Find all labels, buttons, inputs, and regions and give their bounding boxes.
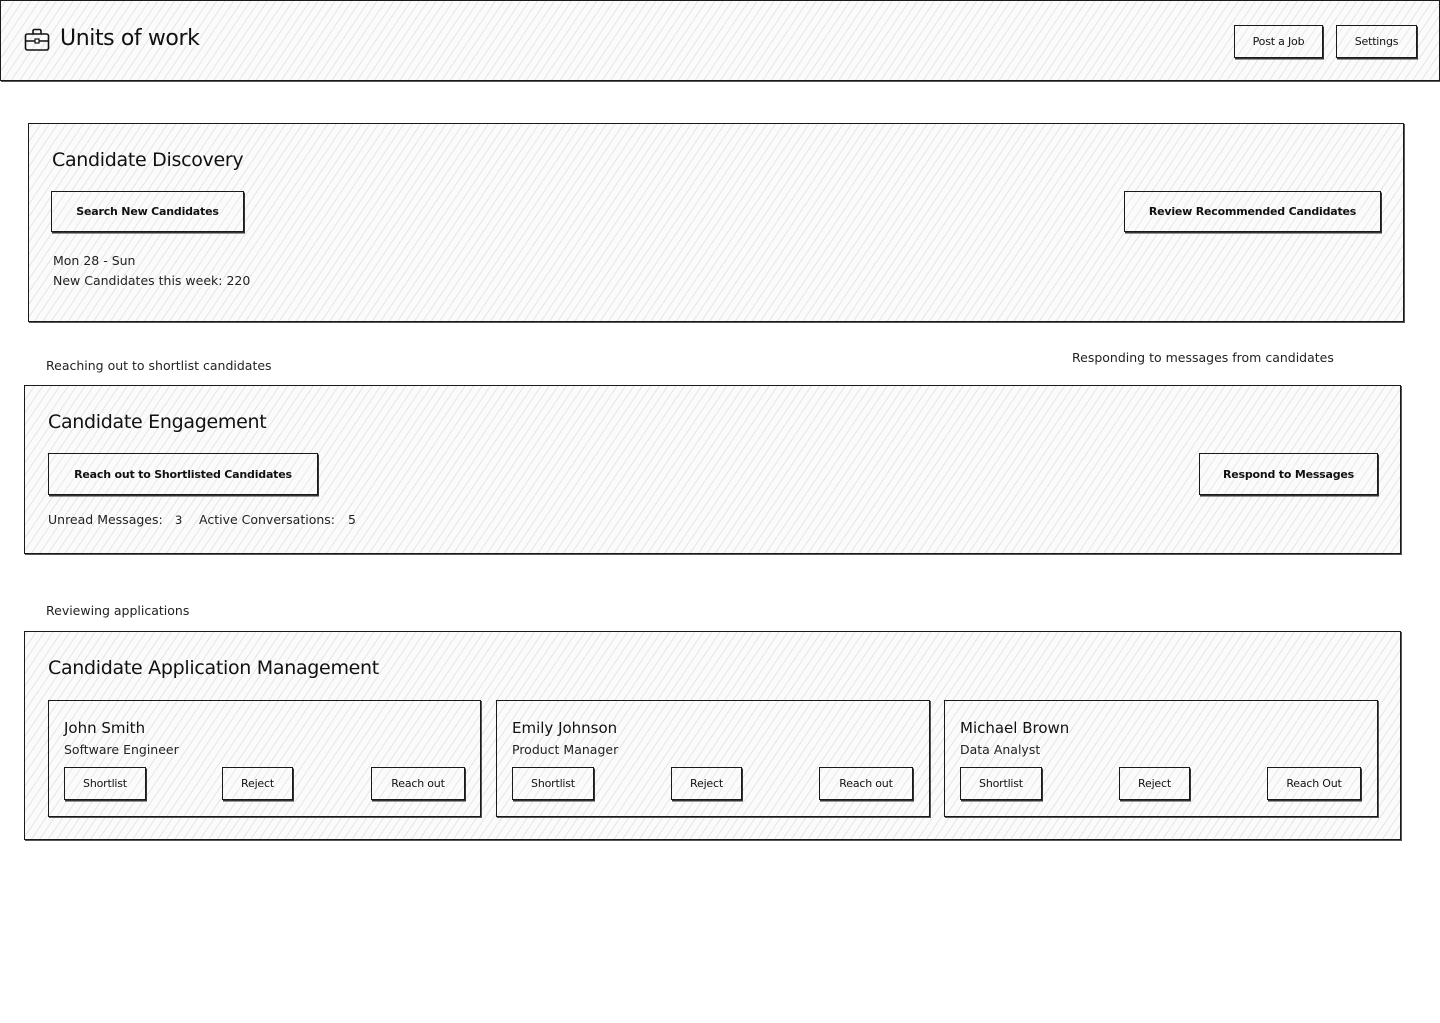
section-title: Candidate Engagement <box>48 411 267 433</box>
section-title: Candidate Discovery <box>52 149 244 171</box>
briefcase-icon <box>24 28 50 52</box>
app-title: Units of work <box>60 26 200 51</box>
new-candidates-count: New Candidates this week: 220 <box>53 273 251 288</box>
candidate-role: Data Analyst <box>960 742 1041 757</box>
engagement-caption-left: Reaching out to shortlist candidates <box>46 358 272 373</box>
reject-button[interactable]: Reject <box>671 767 742 800</box>
candidate-name: John Smith <box>64 719 146 737</box>
candidate-application-panel: Candidate Application Management John Sm… <box>24 631 1401 840</box>
engagement-caption-right: Responding to messages from candidates <box>1072 350 1334 365</box>
unread-messages-value: 3 <box>175 513 183 527</box>
candidate-discovery-panel: Candidate Discovery Search New Candidate… <box>28 123 1404 322</box>
date-range: Mon 28 - Sun <box>53 253 136 268</box>
candidate-role: Software Engineer <box>64 742 179 757</box>
settings-button[interactable]: Settings <box>1336 25 1417 58</box>
candidate-name: Emily Johnson <box>512 719 618 737</box>
candidate-engagement-panel: Candidate Engagement Reach out to Shortl… <box>24 385 1401 554</box>
candidate-card: Michael Brown Data Analyst Shortlist Rej… <box>944 700 1378 817</box>
respond-to-messages-button[interactable]: Respond to Messages <box>1199 453 1378 495</box>
search-new-candidates-button[interactable]: Search New Candidates <box>51 191 244 232</box>
shortlist-button[interactable]: Shortlist <box>512 767 594 800</box>
candidate-card: Emily Johnson Product Manager Shortlist … <box>496 700 930 817</box>
reject-button[interactable]: Reject <box>222 767 293 800</box>
candidate-name: Michael Brown <box>960 719 1070 737</box>
reach-out-button[interactable]: Reach out <box>819 767 913 800</box>
section-title: Candidate Application Management <box>48 657 379 679</box>
shortlist-button[interactable]: Shortlist <box>64 767 146 800</box>
candidate-role: Product Manager <box>512 742 619 757</box>
active-conversations-label: Active Conversations: <box>199 512 336 527</box>
shortlist-button[interactable]: Shortlist <box>960 767 1042 800</box>
candidate-card: John Smith Software Engineer Shortlist R… <box>48 700 481 817</box>
reject-button[interactable]: Reject <box>1119 767 1190 800</box>
reach-out-button[interactable]: Reach Out <box>1267 767 1361 800</box>
post-job-button[interactable]: Post a Job <box>1234 25 1323 58</box>
review-recommended-candidates-button[interactable]: Review Recommended Candidates <box>1124 191 1381 232</box>
active-conversations-value: 5 <box>348 512 356 527</box>
applications-caption: Reviewing applications <box>46 603 190 618</box>
unread-messages-label: Unread Messages: <box>48 512 163 527</box>
reach-out-shortlisted-button[interactable]: Reach out to Shortlisted Candidates <box>48 453 318 495</box>
app-header: Units of work Post a Job Settings <box>0 0 1440 81</box>
reach-out-button[interactable]: Reach out <box>371 767 465 800</box>
